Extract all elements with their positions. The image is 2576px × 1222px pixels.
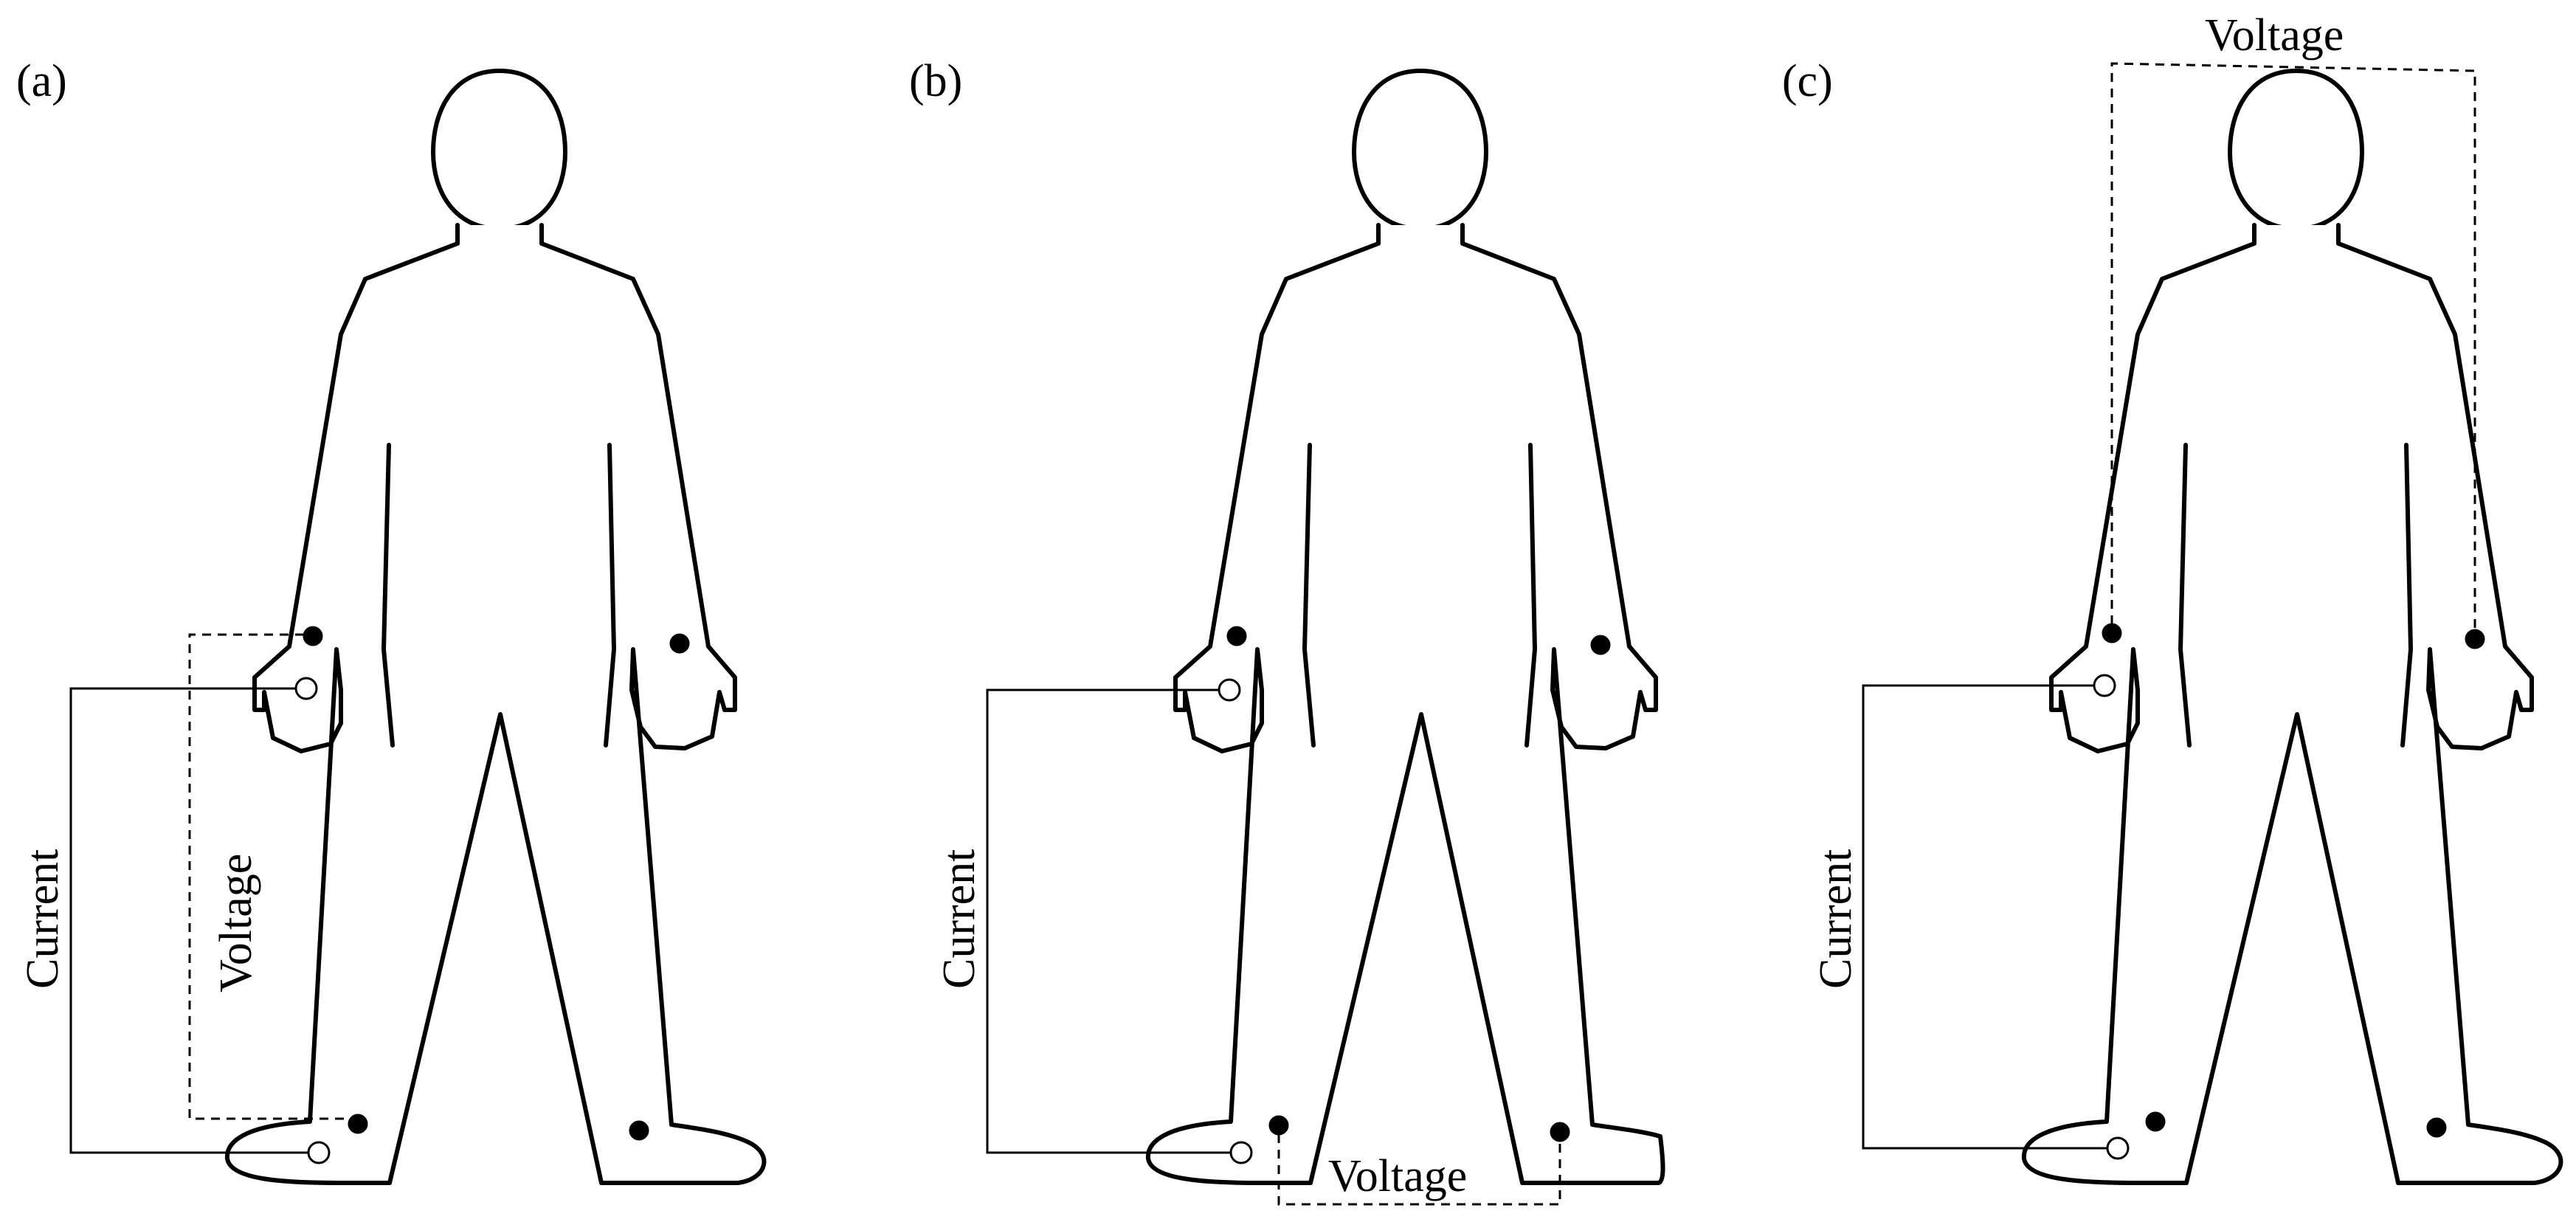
panel-b: (b) Current Voltage bbox=[909, 56, 1665, 1206]
electrode-right-hand-current bbox=[1218, 678, 1241, 702]
electrode-left-hand-voltage bbox=[2465, 629, 2485, 649]
human-figure-c bbox=[2021, 69, 2563, 1185]
electrode-left-foot-voltage bbox=[2426, 1117, 2447, 1138]
panel-a: (a) Current Voltage bbox=[16, 56, 767, 1185]
electrode-right-hand-voltage bbox=[1226, 626, 1247, 646]
electrode-left-foot-voltage bbox=[629, 1120, 649, 1141]
voltage-wire-a bbox=[188, 633, 347, 1120]
electrode-left-hand-voltage bbox=[669, 633, 690, 654]
voltage-wire-b bbox=[1277, 1134, 1561, 1206]
electrode-right-foot-current bbox=[307, 1141, 331, 1164]
electrode-right-hand-voltage bbox=[2102, 623, 2122, 643]
panel-label-c: (c) bbox=[1782, 56, 1833, 106]
electrode-left-hand-voltage bbox=[1590, 635, 1611, 655]
human-figure-a bbox=[224, 69, 767, 1185]
electrode-right-foot-voltage bbox=[2145, 1111, 2166, 1132]
current-wire-a bbox=[69, 687, 308, 1154]
electrode-right-foot-current bbox=[1229, 1141, 1253, 1164]
electrode-right-foot-current bbox=[2106, 1136, 2130, 1160]
voltage-label-c: Voltage bbox=[2205, 10, 2344, 61]
panel-label-a: (a) bbox=[16, 56, 67, 106]
current-wire-c bbox=[1862, 684, 2107, 1150]
electrode-left-foot-voltage bbox=[1550, 1122, 1570, 1142]
voltage-label-a: Voltage bbox=[211, 854, 261, 993]
current-wire-b bbox=[986, 688, 1231, 1154]
current-label-c: Current bbox=[1811, 849, 1861, 989]
current-label-a: Current bbox=[18, 849, 68, 989]
electrode-right-foot-voltage bbox=[348, 1114, 368, 1134]
voltage-wire-c bbox=[2110, 62, 2476, 630]
electrode-right-foot-voltage bbox=[1268, 1115, 1289, 1136]
panel-c: (c) Current Voltage bbox=[1782, 10, 2563, 1185]
voltage-label-b: Voltage bbox=[1328, 1151, 1467, 1201]
electrode-right-hand-voltage bbox=[303, 626, 323, 646]
electrode-right-hand-current bbox=[2093, 674, 2116, 697]
human-figure-b bbox=[1145, 69, 1665, 1185]
panel-label-b: (b) bbox=[909, 56, 962, 106]
current-label-b: Current bbox=[934, 849, 984, 989]
electrode-right-hand-current bbox=[294, 677, 318, 700]
